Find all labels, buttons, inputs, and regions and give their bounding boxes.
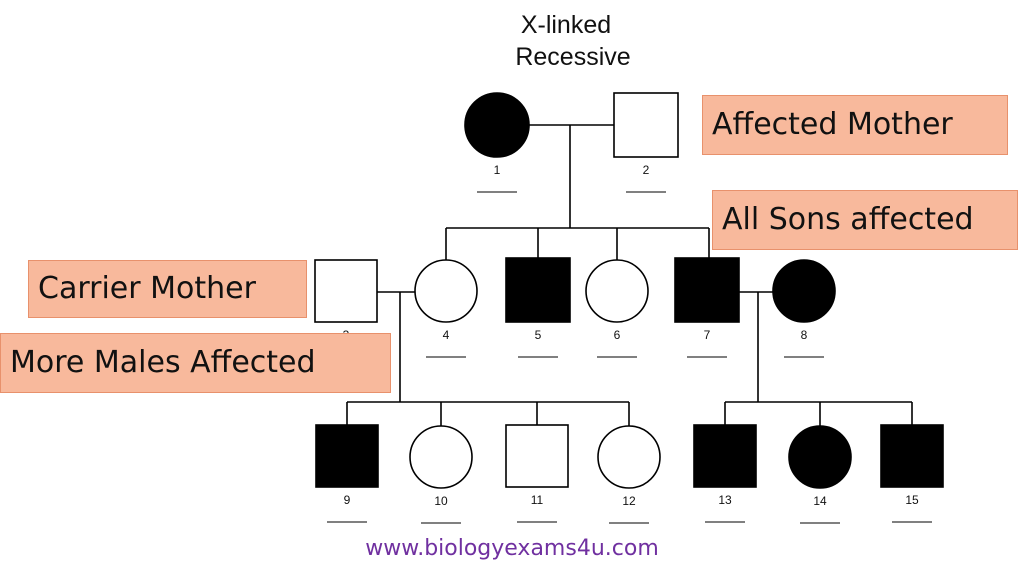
individual-2-label: 2 (643, 163, 650, 177)
pedigree-symbols: 123456789101112131415 (314, 92, 944, 524)
individual-1-label: 1 (494, 163, 501, 177)
callout-affected-mother: Affected Mother (702, 95, 1008, 155)
individual-13-label: 13 (718, 493, 732, 507)
individual-15-label: 15 (905, 493, 919, 507)
callout-affected-mother-text: Affected Mother (712, 107, 953, 142)
individual-10-circle (409, 425, 473, 489)
relationship-lines (346, 124, 913, 426)
individual-6-label: 6 (614, 328, 621, 342)
individual-8-label: 8 (801, 328, 808, 342)
individual-4-circle (414, 259, 478, 323)
individual-14-label: 14 (813, 494, 827, 508)
individual-5-square (505, 257, 571, 323)
individual-5-label: 5 (535, 328, 542, 342)
title-line-2: Recessive (515, 43, 630, 71)
individual-2-square (613, 92, 679, 158)
individual-9-label: 9 (344, 493, 351, 507)
callout-carrier-mother: Carrier Mother (28, 260, 307, 318)
callout-all-sons-affected: All Sons affected (712, 190, 1018, 250)
title-line-1: X-linked (521, 11, 611, 39)
individual-10-label: 10 (434, 494, 448, 508)
callout-more-males-affected-text: More Males Affected (10, 345, 316, 380)
individual-14-circle (788, 425, 852, 489)
individual-12-circle (597, 425, 661, 489)
individual-11-label: 11 (531, 493, 544, 507)
individual-12-label: 12 (622, 494, 636, 508)
callout-more-males-affected: More Males Affected (0, 333, 391, 393)
individual-4-label: 4 (443, 328, 450, 342)
individual-13-square (693, 424, 757, 488)
callout-carrier-mother-text: Carrier Mother (38, 271, 256, 306)
individual-1-circle (464, 92, 530, 158)
individual-7-label: 7 (704, 328, 711, 342)
individual-8-circle (772, 259, 836, 323)
individual-11-square (505, 424, 569, 488)
individual-9-square (315, 424, 379, 488)
individual-15-square (880, 424, 944, 488)
callout-all-sons-affected-text: All Sons affected (722, 202, 974, 237)
individual-6-circle (585, 259, 649, 323)
individual-7-square (674, 257, 740, 323)
website-url: www.biologyexams4u.com (365, 536, 659, 561)
individual-3-square (314, 259, 378, 323)
